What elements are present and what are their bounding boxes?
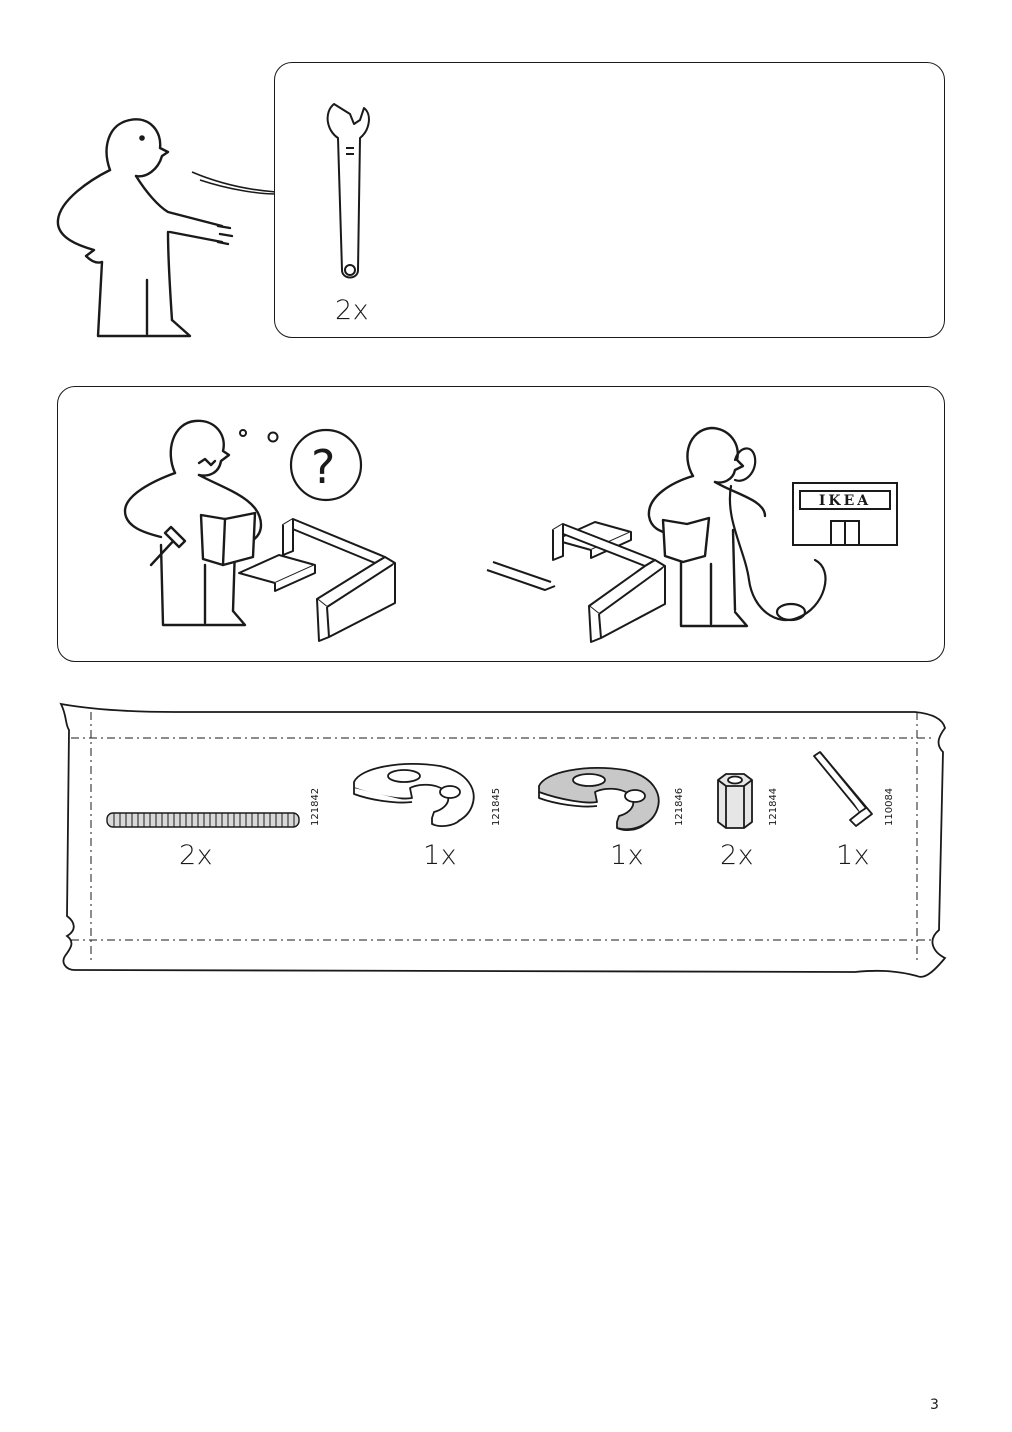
tools-needed-panel [274, 62, 945, 338]
cam-plate-grey-icon [538, 767, 660, 831]
part-quantity: 1x [610, 840, 645, 871]
allen-key-icon [813, 751, 873, 827]
hex-nut-icon [717, 773, 753, 829]
part-article-number: 121845 [491, 787, 502, 826]
threaded-rod-icon [106, 812, 300, 828]
part-article-number: 121844 [768, 787, 779, 826]
adjustable-wrench-icon [326, 103, 370, 279]
part-quantity: 2x [179, 840, 214, 871]
part-quantity: 1x [423, 840, 458, 871]
part-article-number: 110084 [884, 787, 895, 826]
hardware-bag-outline [59, 702, 947, 978]
phone-cord-illustration [728, 447, 827, 622]
cam-plate-white-icon [353, 763, 475, 827]
wrench-quantity: 2x [335, 295, 370, 326]
part-quantity: 1x [836, 840, 871, 871]
page-number: 3 [930, 1397, 939, 1413]
store-door [830, 520, 860, 546]
store-sign: IKEA [799, 490, 891, 510]
part-quantity: 2x [720, 840, 755, 871]
confused-ikea-man-illustration [123, 419, 396, 642]
ikea-man-pointing-illustration [56, 118, 277, 338]
part-article-number: 121842 [310, 787, 321, 826]
question-mark: ? [311, 440, 336, 494]
ikea-store-illustration: IKEA [792, 482, 898, 546]
part-article-number: 121846 [674, 787, 685, 826]
store-sign-text: IKEA [818, 493, 872, 509]
ikea-man-calling-illustration [486, 426, 767, 643]
